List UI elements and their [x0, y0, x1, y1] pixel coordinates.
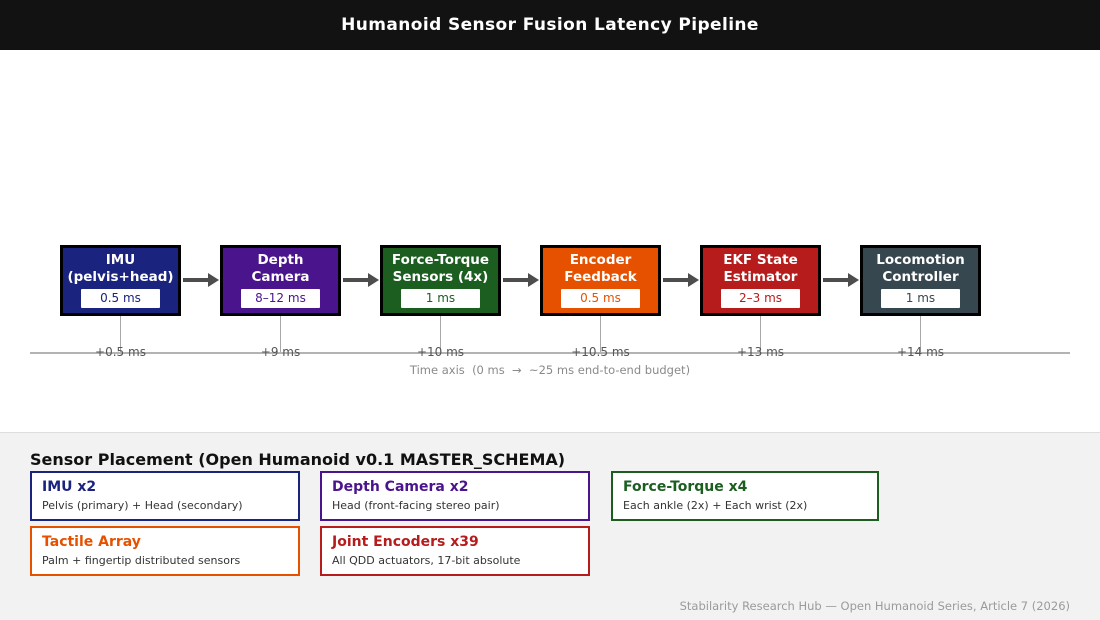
tick-line: [600, 316, 601, 353]
stage-title: Locomotion Controller: [876, 252, 965, 285]
stage-title: EKF State Estimator: [723, 252, 798, 285]
card-detail: Head (front-facing stereo pair): [332, 499, 500, 512]
tick-line: [280, 316, 281, 353]
stage-box: Encoder Feedback 0.5 ms: [540, 245, 661, 316]
card-detail: All QDD actuators, 17-bit absolute: [332, 554, 521, 567]
stage-imu: IMU (pelvis+head) 0.5 ms +0.5 ms: [60, 245, 181, 359]
stage-box: Depth Camera 8–12 ms: [220, 245, 341, 316]
stage-depth-camera: Depth Camera 8–12 ms +9 ms: [220, 245, 341, 359]
tick-label: +0.5 ms: [95, 345, 146, 359]
latency-badge: 1 ms: [401, 289, 480, 308]
flow-arrow-icon: [503, 273, 539, 287]
latency-badge: 8–12 ms: [241, 289, 320, 308]
card-detail: Pelvis (primary) + Head (secondary): [42, 499, 243, 512]
tick-label: +13 ms: [736, 345, 785, 359]
stage-box: IMU (pelvis+head) 0.5 ms: [60, 245, 181, 316]
tick-label: +10 ms: [416, 345, 465, 359]
card-title: Joint Encoders x39: [332, 534, 479, 550]
flow-arrow-icon: [663, 273, 699, 287]
placement-card-joint-encoders: Joint Encoders x39 All QDD actuators, 17…: [320, 526, 590, 576]
card-title: Depth Camera x2: [332, 479, 469, 495]
stage-box: EKF State Estimator 2–3 ms: [700, 245, 821, 316]
tick-label: +9 ms: [260, 345, 301, 359]
stage-force-torque: Force-Torque Sensors (4x) 1 ms +10 ms: [380, 245, 501, 359]
placement-card-depth-camera: Depth Camera x2 Head (front-facing stere…: [320, 471, 590, 521]
footer-credit: Stabilarity Research Hub — Open Humanoid…: [679, 599, 1070, 613]
tick-line: [760, 316, 761, 353]
page-title: Humanoid Sensor Fusion Latency Pipeline: [341, 15, 759, 35]
placement-card-tactile-array: Tactile Array Palm + fingertip distribut…: [30, 526, 300, 576]
stage-box: Force-Torque Sensors (4x) 1 ms: [380, 245, 501, 316]
stage-ekf-estimator: EKF State Estimator 2–3 ms +13 ms: [700, 245, 821, 359]
latency-badge: 1 ms: [881, 289, 960, 308]
title-bar: Humanoid Sensor Fusion Latency Pipeline: [0, 0, 1100, 50]
card-detail: Each ankle (2x) + Each wrist (2x): [623, 499, 808, 512]
card-title: Force-Torque x4: [623, 479, 748, 495]
latency-badge: 0.5 ms: [561, 289, 640, 308]
tick-label: +10.5 ms: [571, 345, 630, 359]
stage-title: Encoder Feedback: [564, 252, 637, 285]
flow-arrow-icon: [823, 273, 859, 287]
stage-locomotion-controller: Locomotion Controller 1 ms +14 ms: [860, 245, 981, 359]
placement-card-imu: IMU x2 Pelvis (primary) + Head (secondar…: [30, 471, 300, 521]
tick-line: [440, 316, 441, 353]
stage-title: IMU (pelvis+head): [67, 252, 174, 285]
card-title: IMU x2: [42, 479, 97, 495]
stage-encoder-feedback: Encoder Feedback 0.5 ms +10.5 ms: [540, 245, 661, 359]
stage-box: Locomotion Controller 1 ms: [860, 245, 981, 316]
time-axis-caption: Time axis (0 ms → ~25 ms end-to-end budg…: [409, 363, 691, 377]
card-title: Tactile Array: [42, 534, 141, 550]
time-axis-line: [30, 352, 1070, 354]
latency-pipeline-diagram: IMU (pelvis+head) 0.5 ms +0.5 ms Depth C…: [0, 50, 1100, 432]
latency-badge: 0.5 ms: [81, 289, 160, 308]
section-title: Sensor Placement (Open Humanoid v0.1 MAS…: [30, 450, 566, 469]
tick-line: [920, 316, 921, 353]
sensor-placement-section: Sensor Placement (Open Humanoid v0.1 MAS…: [0, 432, 1100, 620]
stage-title: Depth Camera: [251, 252, 310, 285]
stage-title: Force-Torque Sensors (4x): [391, 252, 490, 285]
placement-card-force-torque: Force-Torque x4 Each ankle (2x) + Each w…: [611, 471, 879, 521]
flow-arrow-icon: [183, 273, 219, 287]
tick-line: [120, 316, 121, 353]
latency-badge: 2–3 ms: [721, 289, 800, 308]
card-detail: Palm + fingertip distributed sensors: [42, 554, 241, 567]
tick-label: +14 ms: [896, 345, 945, 359]
flow-arrow-icon: [343, 273, 379, 287]
